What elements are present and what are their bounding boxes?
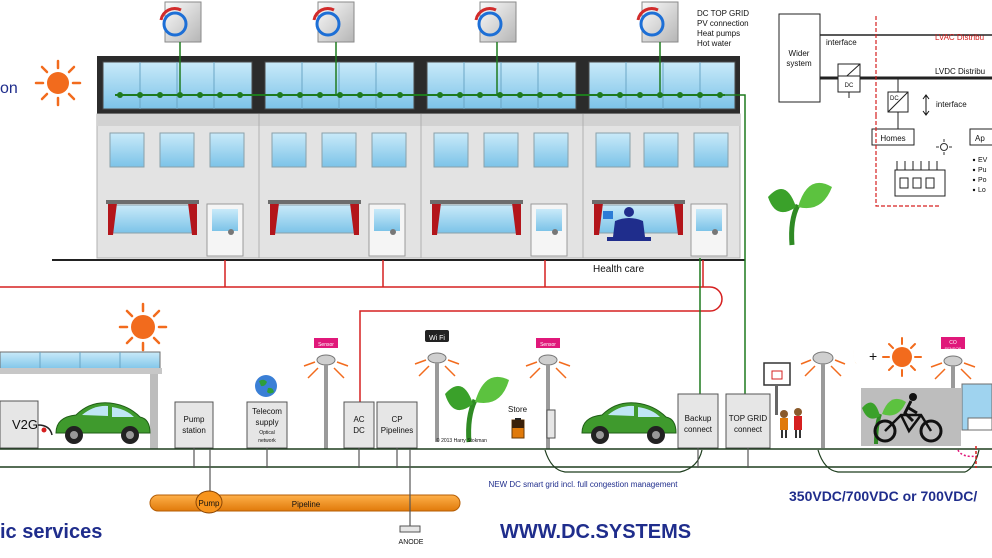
electric-car-icon [55,402,151,444]
dc-riser-cable [725,94,746,395]
interface-mid-label: interface [936,100,967,109]
website-label: WWW.DC.SYSTEMS [500,521,691,543]
cp-pipelines-label: Pipelines [381,426,413,435]
house-block-icon [894,161,946,197]
doors [206,203,728,257]
top-grid-connect-label: connect [734,425,763,434]
anode-label: ANODE [399,539,424,546]
sensor-label: Sensor [540,342,556,348]
lower-windows [106,200,685,235]
dc-street-grid [0,448,992,468]
store-battery-icon [511,418,525,439]
copyright-label: © 2013 Harry Stokman [436,437,487,444]
carport [0,351,162,449]
telecom-box [246,401,288,449]
lvac-label: LVAC Distribu [935,33,984,42]
heat-pump-icon [474,1,517,43]
electric-car-icon [581,402,677,444]
interface-label: interface [826,38,857,47]
lvdc-label: LVDC Distribu [935,67,985,76]
sun-icon [882,337,922,377]
heat-pump-icon [312,1,355,43]
plant-icon [768,182,832,246]
street-lamp-icon [414,330,460,442]
cp-pipelines-label: CP [391,415,402,424]
backup-connect-box [677,393,719,449]
ac-cables [0,260,723,405]
pump-station-label: station [182,426,206,435]
street-lamp-icon [303,338,349,449]
upper-windows [109,132,729,168]
top-grid-note-title: DC TOP GRID [697,9,749,18]
inset-bullet: Po [978,177,987,184]
pump-station-box [174,401,214,449]
heat-pump-icon [159,1,202,43]
solar-panels [102,61,736,110]
small-sun-icon [936,139,952,155]
smart-grid-caption: NEW DC smart grid incl. full congestion … [489,480,679,489]
inset-bullet: Pu [978,167,987,174]
plant-icon [445,376,509,443]
co2-label: SENSOR [945,346,962,351]
ac-dc-label: DC [353,426,365,435]
heat-pump-icon [636,1,679,43]
plus-icon: + [869,348,877,364]
globe-icon [255,375,277,397]
backup-connect-label: connect [684,425,713,434]
cyclist-icon [873,393,943,443]
moon-icon [852,342,866,368]
row-houses [96,42,741,259]
backup-connect-label: Backup [685,414,712,423]
telecom-sub-label: network [258,438,276,444]
charger-icon [546,409,556,439]
anode-block [399,525,421,533]
basketball-hoop-icon [763,362,791,415]
ac-dc-label: AC [353,415,364,424]
v2g-label: V2G [12,417,38,432]
children-icon [780,408,802,438]
wider-system-label: Wider [789,49,810,58]
co2-label: CO [949,340,957,346]
left-partial-label: on [0,80,18,97]
sun-icon [34,59,82,107]
dc-small-label: DC [890,96,899,102]
top-grid-connect-label: TOP GRID [729,414,768,423]
dc-top-grid-nodes [117,92,723,98]
sun-icon [118,302,168,352]
top-grid-note-item: Heat pumps [697,29,740,38]
health-care-label: Health care [593,264,645,275]
inset-bullet: EV [978,157,988,164]
street-lamp-icon [525,338,571,449]
dc-box-label: DC [845,83,854,89]
wider-system-label: system [786,59,812,68]
pump-label: Pump [199,499,220,508]
ap-partial-label: Ap [975,134,985,143]
telecom-label: Telecom [252,407,282,416]
top-grid-note-item: PV connection [697,19,749,28]
homes-label: Homes [880,134,905,143]
inset-schematic: Wider system interface LVAC Distribu LVD… [778,13,992,207]
top-grid-note-item: Hot water [697,39,732,48]
top-grid-connect-box [725,393,771,449]
cp-pipelines-box [376,401,418,449]
pipeline [149,449,461,514]
street-lamp-icon [800,351,846,448]
voltage-label: 350VDC/700VDC or 700VDC/ [789,488,977,504]
pump-station-label: Pump [184,415,205,424]
telecom-sub-label: Optical [259,430,275,436]
services-partial-label: ic services [0,521,102,543]
inset-bullet: Lo [978,187,986,194]
ac-dc-box [343,401,375,449]
pipeline-label: Pipeline [292,500,321,509]
telecom-label: supply [255,418,278,427]
wifi-label: Wi Fi [429,335,445,342]
health-care-icon [603,207,651,241]
heat-pump-units [159,1,679,43]
sensor-label: Sensor [318,342,334,348]
store-label: Store [508,405,528,414]
